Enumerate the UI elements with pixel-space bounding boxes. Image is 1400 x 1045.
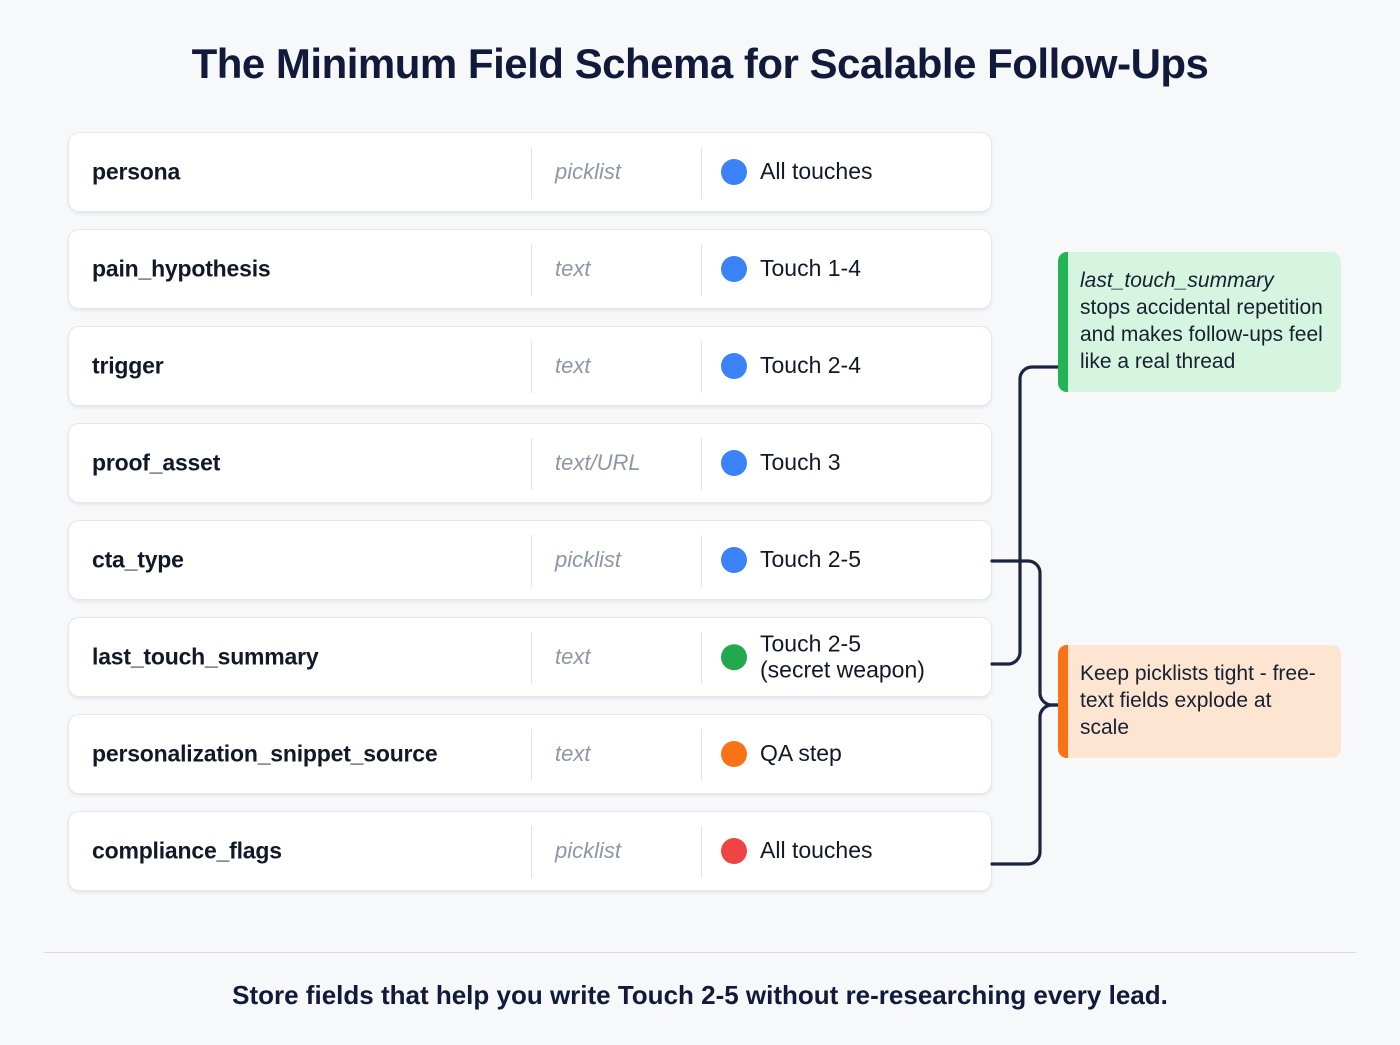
field-name: proof_asset <box>92 449 221 476</box>
status-dot-icon <box>721 741 747 767</box>
field-touch-label: QA step <box>760 740 842 767</box>
field-touch-cell: QA step <box>721 740 842 767</box>
column-divider <box>701 632 702 684</box>
callout-green-accent-bar <box>1058 252 1068 392</box>
field-row[interactable]: personalization_snippet_source text QA ste… <box>68 714 992 794</box>
column-divider <box>531 244 532 296</box>
field-touch-label: Touch 2-4 <box>760 352 862 379</box>
field-row[interactable]: trigger text Touch 2-4 <box>68 326 992 406</box>
status-dot-icon <box>721 547 747 573</box>
status-dot-icon <box>721 838 747 864</box>
field-touch-label: All touches <box>760 837 873 864</box>
column-divider <box>701 341 702 393</box>
status-dot-icon <box>721 159 747 185</box>
field-row[interactable]: proof_asset text/URL Touch 3 <box>68 423 992 503</box>
field-touch-label: Touch 1-4 <box>760 255 862 282</box>
column-divider <box>531 535 532 587</box>
field-name: trigger <box>92 352 164 379</box>
column-divider <box>531 826 532 878</box>
footer-divider <box>44 952 1356 953</box>
field-row[interactable]: compliance_flags picklist All touches <box>68 811 992 891</box>
status-dot-icon <box>721 353 747 379</box>
status-dot-icon <box>721 644 747 670</box>
field-touch-label: Touch 2-5 (secret weapon) <box>760 630 925 682</box>
field-row[interactable]: last_touch_summary text Touch 2-5 (secret … <box>68 617 992 697</box>
field-name: pain_hypothesis <box>92 255 271 282</box>
callout-keep-picklists-tight: Keep picklists tight - free-text fields … <box>1058 645 1341 758</box>
column-divider <box>531 341 532 393</box>
footer-note: Store fields that help you write Touch 2… <box>232 980 1168 1010</box>
connector-cta-type-to-orange <box>990 559 1060 707</box>
field-touch-cell: Touch 2-5 (secret weapon) <box>721 630 925 683</box>
field-type: text <box>555 256 591 281</box>
field-name: persona <box>92 158 181 185</box>
field-type: picklist <box>555 547 622 572</box>
callout-green-text: stops accidental repetition and makes fo… <box>1080 295 1323 373</box>
field-type: text/URL <box>555 450 641 475</box>
field-name: compliance_flags <box>92 837 282 864</box>
field-touch-label: Touch 2-5 <box>760 546 862 573</box>
field-touch-cell: Touch 1-4 <box>721 255 862 282</box>
field-row[interactable]: persona picklist All touches <box>68 132 992 212</box>
callout-orange-accent-bar <box>1058 645 1068 758</box>
field-row[interactable]: cta_type picklist Touch 2-5 <box>68 520 992 600</box>
connector-compliance-flags-to-orange <box>990 703 1060 866</box>
field-type: text <box>555 353 591 378</box>
page-title: The Minimum Field Schema for Scalable Fo… <box>191 40 1209 87</box>
field-touch-cell: All touches <box>721 837 873 864</box>
field-touch-label: All touches <box>760 158 873 185</box>
field-touch-label: Touch 3 <box>760 449 841 476</box>
column-divider <box>701 535 702 587</box>
field-touch-cell: Touch 3 <box>721 449 841 476</box>
callout-orange-text: Keep picklists tight - free-text fields … <box>1080 662 1316 739</box>
field-type: picklist <box>555 838 622 863</box>
column-divider <box>701 147 702 199</box>
column-divider <box>531 632 532 684</box>
column-divider <box>701 729 702 781</box>
column-divider <box>531 438 532 490</box>
field-name: cta_type <box>92 546 184 573</box>
field-touch-cell: Touch 2-5 <box>721 546 862 573</box>
status-dot-icon <box>721 450 747 476</box>
status-dot-icon <box>721 256 747 282</box>
field-type: text <box>555 741 591 766</box>
column-divider <box>531 729 532 781</box>
field-name: personalization_snippet_source <box>92 740 438 767</box>
field-row[interactable]: pain_hypothesis text Touch 1-4 <box>68 229 992 309</box>
field-name: last_touch_summary <box>92 643 319 670</box>
column-divider <box>531 147 532 199</box>
column-divider <box>701 244 702 296</box>
field-touch-cell: Touch 2-4 <box>721 352 862 379</box>
field-type: picklist <box>555 159 622 184</box>
field-touch-cell: All touches <box>721 158 873 185</box>
connector-last-touch-summary-to-green <box>990 365 1060 666</box>
callout-green-emphasis: last_touch_summary <box>1080 269 1274 292</box>
column-divider <box>701 438 702 490</box>
column-divider <box>701 826 702 878</box>
callout-last-touch-summary: last_touch_summary stops accidental repe… <box>1058 252 1341 392</box>
field-type: text <box>555 644 591 669</box>
